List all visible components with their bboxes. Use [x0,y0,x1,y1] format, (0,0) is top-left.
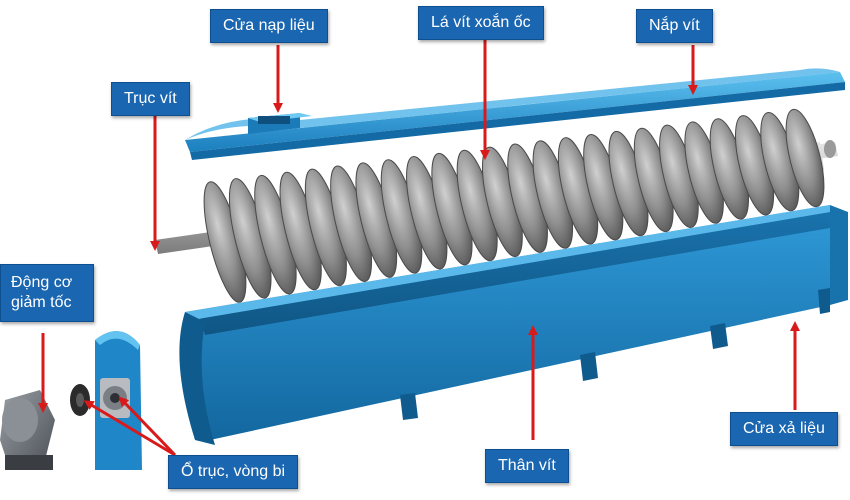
conveyor-trough [179,205,848,445]
label-gear-motor: Động cơ giảm tốc [0,264,94,322]
label-trough: Thân vít [485,449,569,483]
label-gear-motor-line1: Động cơ [11,274,73,291]
end-plate-bearing [70,331,142,470]
gear-motor [0,390,55,470]
conveyor-cover [185,68,845,160]
label-screw-flight: Lá vít xoắn ốc [418,6,544,40]
screw-flight-blade [785,108,825,208]
label-discharge: Cửa xả liệu [730,412,838,446]
screw-flights [203,108,825,303]
label-cover: Nắp vít [636,9,713,43]
label-shaft: Trục vít [111,82,190,116]
arrow-bearing-2 [118,396,177,457]
label-bearing: Ổ trục, vòng bi [168,455,299,489]
pointer-arrows [38,40,800,457]
label-gear-motor-line2: giảm tốc [11,294,72,311]
arrow-bearing-1 [83,400,176,457]
label-feed-inlet: Cửa nạp liệu [210,9,328,43]
